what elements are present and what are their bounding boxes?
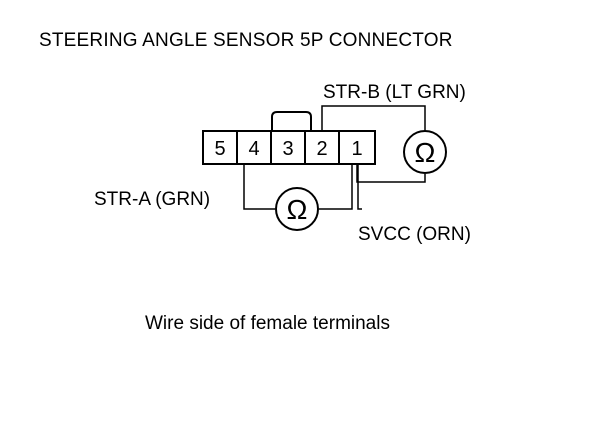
connector-lock-tab bbox=[271, 111, 312, 132]
svcc-wire bbox=[357, 164, 362, 210]
connector-body bbox=[202, 130, 376, 165]
ohm-icon: Ω bbox=[415, 137, 436, 168]
diagram-caption: Wire side of female terminals bbox=[145, 313, 390, 334]
str-a-label: STR-A (GRN) bbox=[94, 189, 210, 210]
svcc-probe-wire-upper bbox=[356, 164, 426, 183]
svcc-probe-wire-lower bbox=[319, 164, 353, 210]
diagram-title: STEERING ANGLE SENSOR 5P CONNECTOR bbox=[39, 30, 453, 51]
terminal-number-4: 4 bbox=[248, 138, 259, 160]
str-b-probe-wire bbox=[321, 105, 426, 131]
terminal-number-2: 2 bbox=[316, 138, 327, 160]
terminal-number-5: 5 bbox=[214, 138, 225, 160]
str-a-probe-wire bbox=[243, 164, 275, 210]
terminal-number-1: 1 bbox=[351, 138, 362, 160]
ohmmeter-upper bbox=[403, 130, 447, 174]
svcc-label: SVCC (ORN) bbox=[358, 224, 471, 245]
ohmmeter-lower bbox=[275, 187, 319, 231]
terminal-number-3: 3 bbox=[282, 138, 293, 160]
str-b-label: STR-B (LT GRN) bbox=[323, 82, 466, 103]
ohm-icon: Ω bbox=[287, 194, 308, 225]
